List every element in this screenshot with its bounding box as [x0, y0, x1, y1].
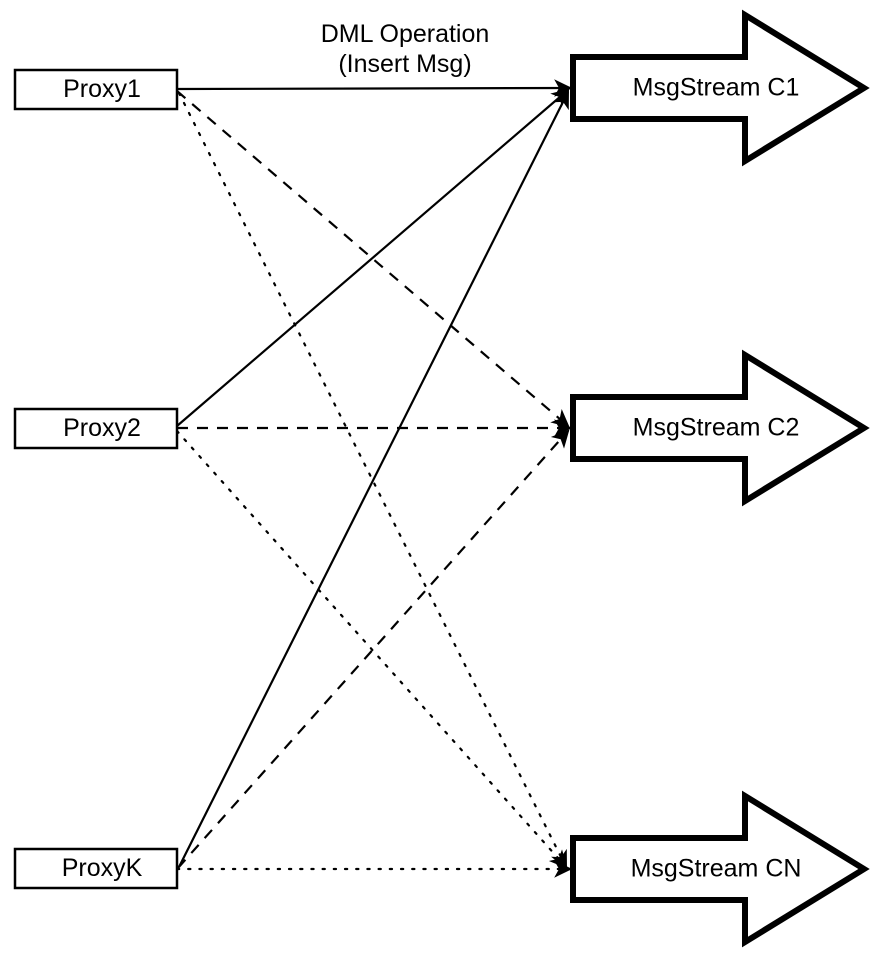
- stream-label-stream_c2: MsgStream C2: [633, 414, 800, 442]
- stream-arrow-shape-stream_c2[interactable]: [570, 349, 870, 507]
- edge-caption-line-2: (Insert Msg): [338, 50, 471, 78]
- link-pk-c2: [177, 429, 570, 869]
- stream-arrow-shape-stream_c1[interactable]: [570, 9, 870, 167]
- proxy-node-proxy2[interactable]: Proxy2: [13, 407, 179, 450]
- link-pk-c1: [178, 90, 569, 868]
- proxy-node-proxy1[interactable]: Proxy1: [13, 68, 179, 111]
- proxy-box-proxy2[interactable]: [13, 407, 179, 450]
- proxy-label-proxy1: Proxy1: [63, 75, 141, 103]
- link-p2-cn: [175, 429, 568, 869]
- link-p2-c1: [176, 88, 570, 427]
- links-layer: [175, 79, 573, 878]
- stream-label-stream_c1: MsgStream C1: [633, 74, 800, 102]
- stream-node-stream_cn[interactable]: MsgStream CN: [570, 790, 870, 948]
- proxy-label-proxy2: Proxy2: [63, 414, 141, 442]
- link-p1-c2: [176, 90, 570, 428]
- stream-node-stream_c2[interactable]: MsgStream C2: [570, 349, 870, 507]
- proxy-label-proxyk: ProxyK: [62, 854, 143, 882]
- stream-node-stream_c1[interactable]: MsgStream C1: [570, 9, 870, 167]
- proxy-node-proxyk[interactable]: ProxyK: [13, 847, 179, 890]
- streams-layer: MsgStream C1 MsgStream C2 MsgStream CN: [570, 9, 870, 948]
- edge-caption-line-1: DML Operation: [321, 20, 490, 48]
- link-p1-c1: [176, 79, 573, 97]
- stream-label-stream_cn: MsgStream CN: [631, 855, 802, 883]
- proxy-box-proxyk[interactable]: [13, 847, 179, 890]
- stream-arrow-shape-stream_cn[interactable]: [570, 790, 870, 948]
- proxy-box-proxy1[interactable]: [13, 68, 179, 111]
- edge-caption: DML Operation (Insert Msg): [321, 20, 490, 78]
